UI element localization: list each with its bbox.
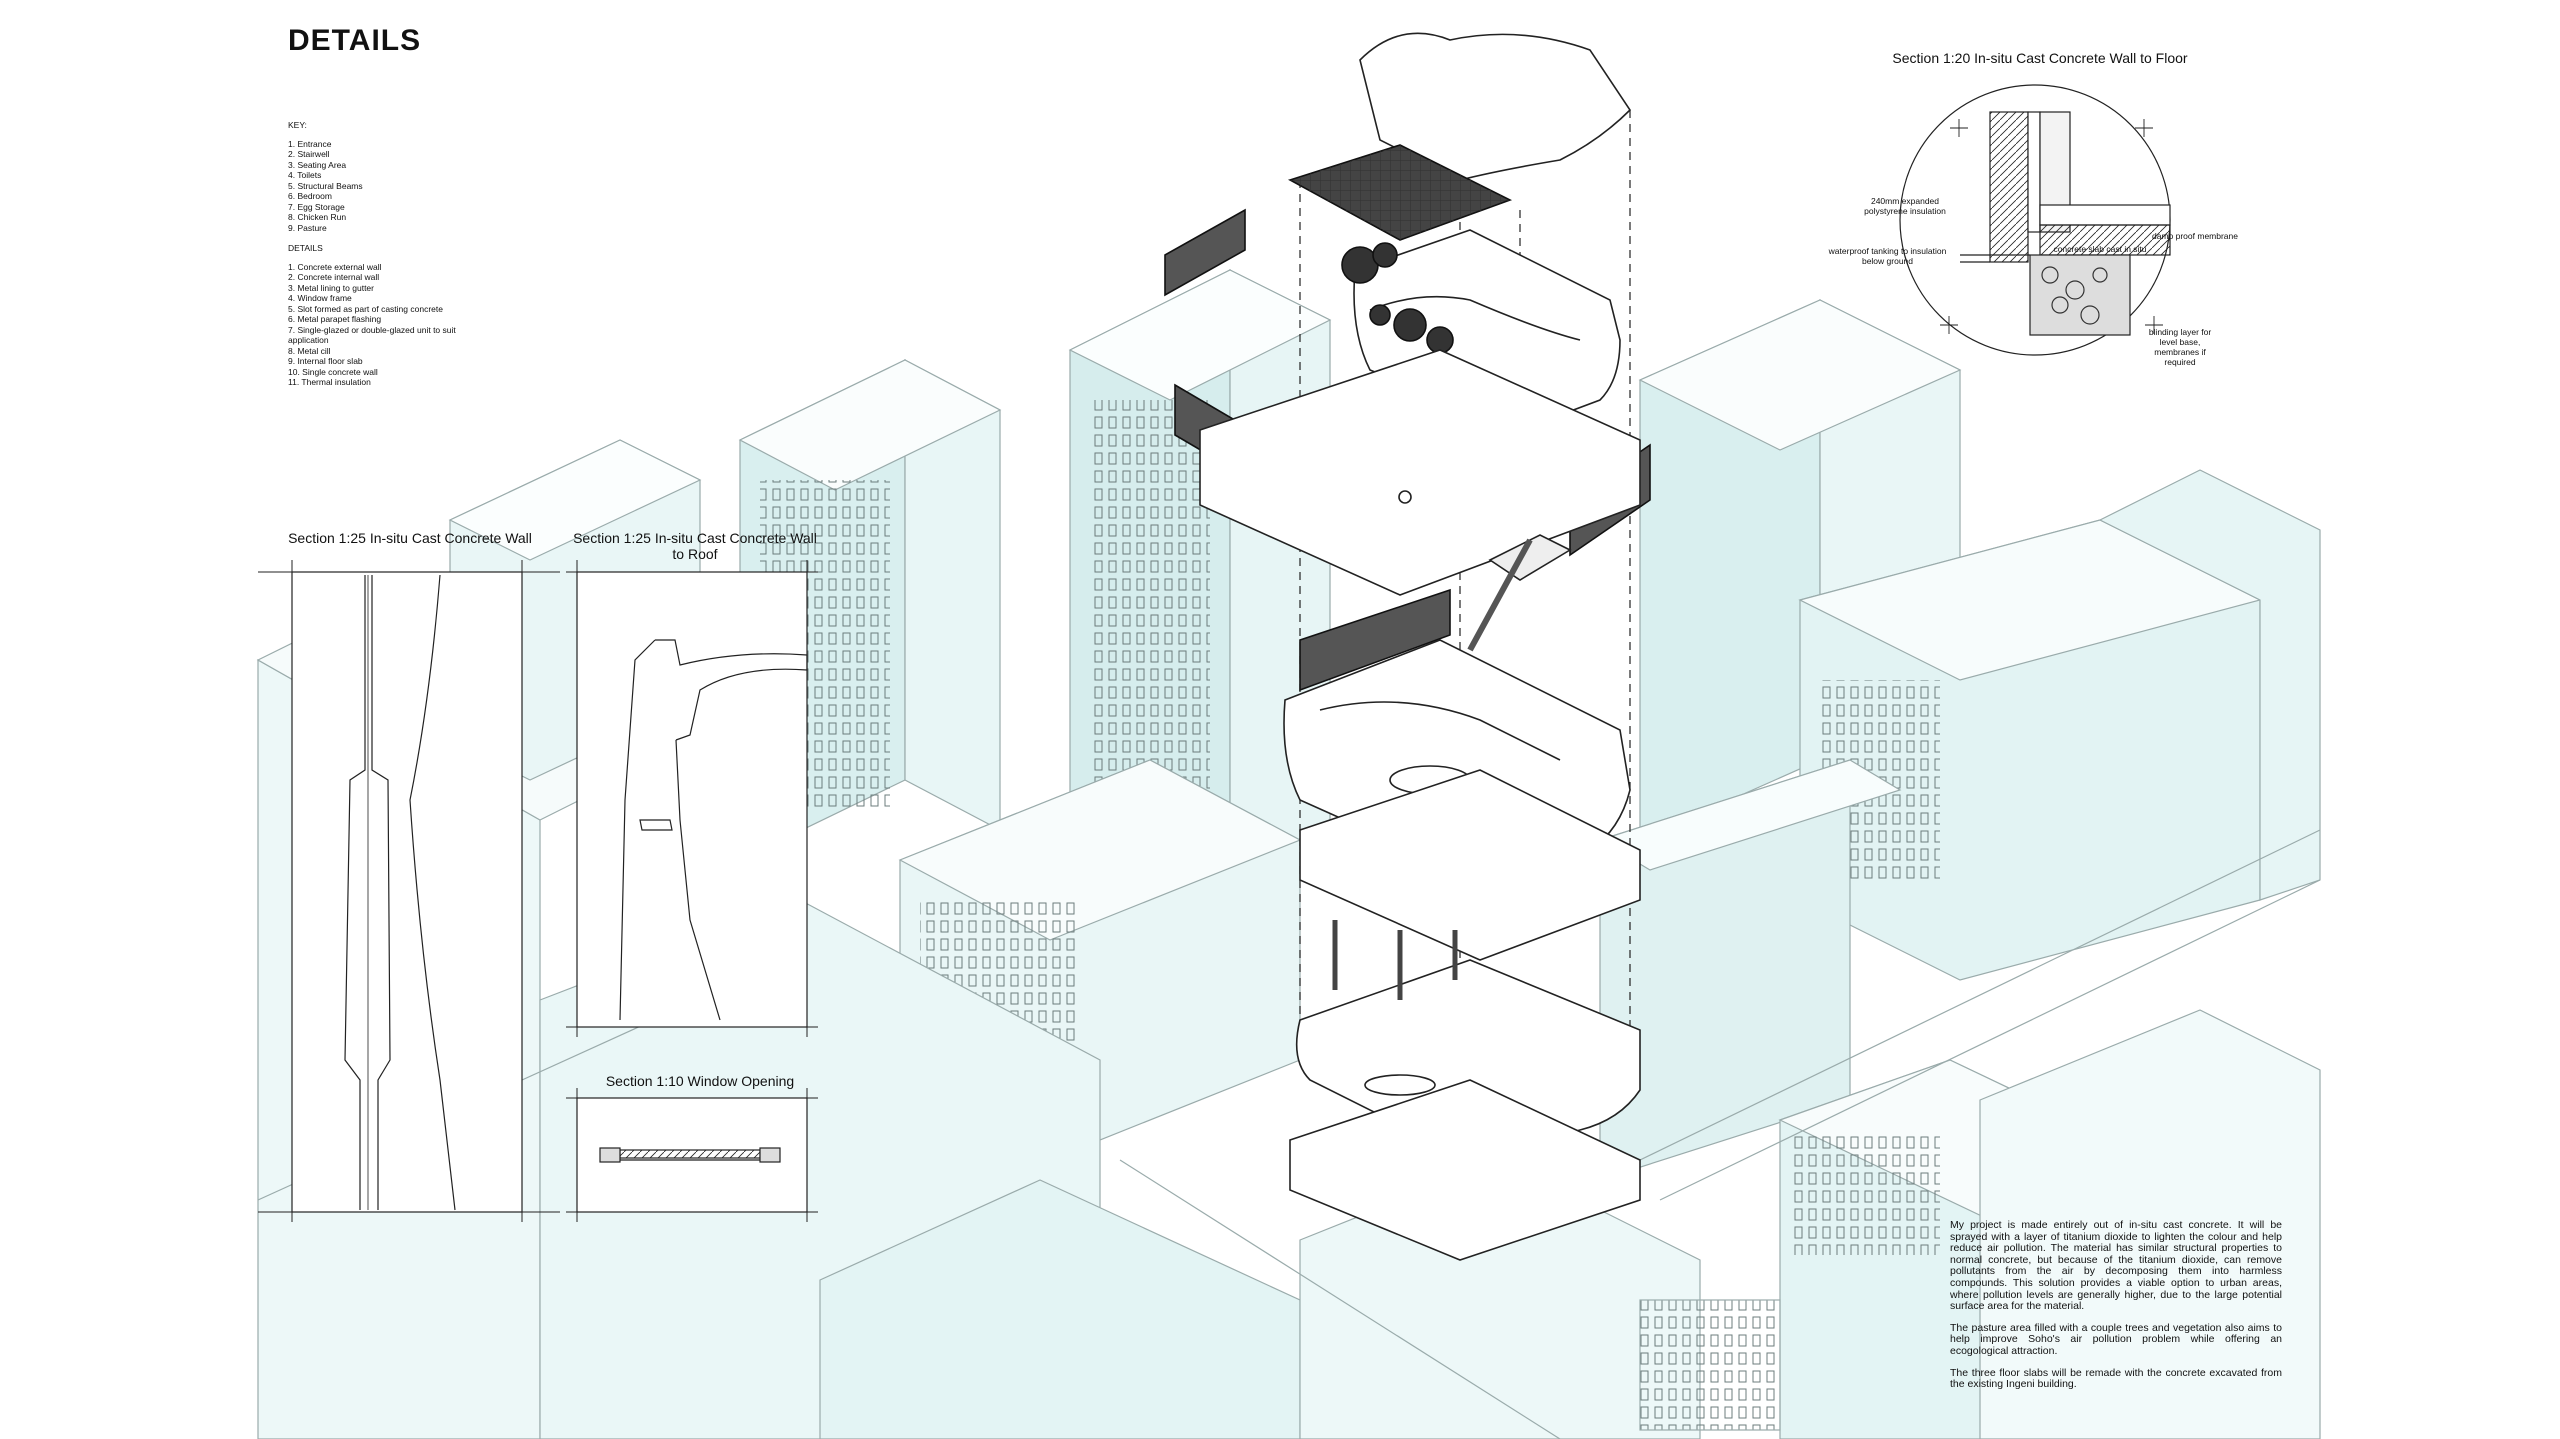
section-wall-label: Section 1:25 In-situ Cast Concrete Wall <box>288 530 532 546</box>
callout-eps: 240mm expanded polystyrene insulation <box>1864 196 1946 216</box>
detail-item: 11. Thermal insulation <box>288 377 371 387</box>
key-item: 7. Egg Storage <box>288 201 345 212</box>
key-item: 2. Stairwell <box>288 149 330 159</box>
key-item: 1. Entrance <box>288 138 332 149</box>
detail-item: 6. Metal parapet flashing <box>288 314 382 324</box>
key-item: 5. Structural Beams <box>288 180 363 191</box>
description-paragraph: The pasture area filled with a couple tr… <box>1950 1321 2282 1357</box>
description-paragraph: The three floor slabs will be remade wit… <box>1950 1366 2282 1391</box>
key-item: 8. Chicken Run <box>288 212 347 222</box>
callout-tanking: waterproof tanking to insulation below g… <box>1828 246 1947 266</box>
callout-slab: concrete slab cast in situ <box>2053 244 2147 254</box>
detail-item: 7. Single-glazed or double-glazed unit t… <box>288 324 456 346</box>
detail-item: 3. Metal lining to gutter <box>288 282 374 293</box>
section-roof-drawing <box>566 560 818 1037</box>
key-item: 3. Seating Area <box>288 159 347 170</box>
section-floor-drawing <box>1899 84 2171 356</box>
detail-item: 2. Concrete internal wall <box>288 272 380 282</box>
section-floor-label: Section 1:20 In-situ Cast Concrete Wall … <box>1892 50 2188 66</box>
key-legend: KEY: 1. Entrance 2. Stairwell 3. Seating… <box>288 120 458 388</box>
detail-item: 8. Metal cill <box>288 345 331 356</box>
detail-item: 10. Single concrete wall <box>288 366 378 377</box>
section-roof-label: Section 1:25 In-situ Cast Concrete Wall … <box>573 530 817 562</box>
detail-item: 1. Concrete external wall <box>288 261 382 272</box>
key-item: 9. Pasture <box>288 222 327 233</box>
key-item: 4. Toilets <box>288 170 322 180</box>
key-item: 6. Bedroom <box>288 191 332 201</box>
detail-item: 5. Slot formed as part of casting concre… <box>288 303 443 314</box>
exploded-building <box>1164 32 1651 1261</box>
project-description: My project is made entirely out of in-si… <box>1950 1219 2282 1401</box>
description-paragraph: My project is made entirely out of in-si… <box>1950 1219 2282 1313</box>
detail-item: 4. Window frame <box>288 293 352 303</box>
callout-dpm: damp proof membrane <box>2152 231 2238 241</box>
section-wall-drawing <box>258 560 560 1222</box>
key-heading: KEY: <box>288 120 307 130</box>
section-window-label: Section 1:10 Window Opening <box>605 1073 795 1089</box>
detail-item: 9. Internal floor slab <box>288 356 363 366</box>
callout-blinding: blinding layer for level base, membranes… <box>2148 327 2212 367</box>
details-heading: DETAILS <box>288 243 323 253</box>
section-window-drawing <box>566 1088 818 1222</box>
page-title: DETAILS <box>288 24 422 57</box>
